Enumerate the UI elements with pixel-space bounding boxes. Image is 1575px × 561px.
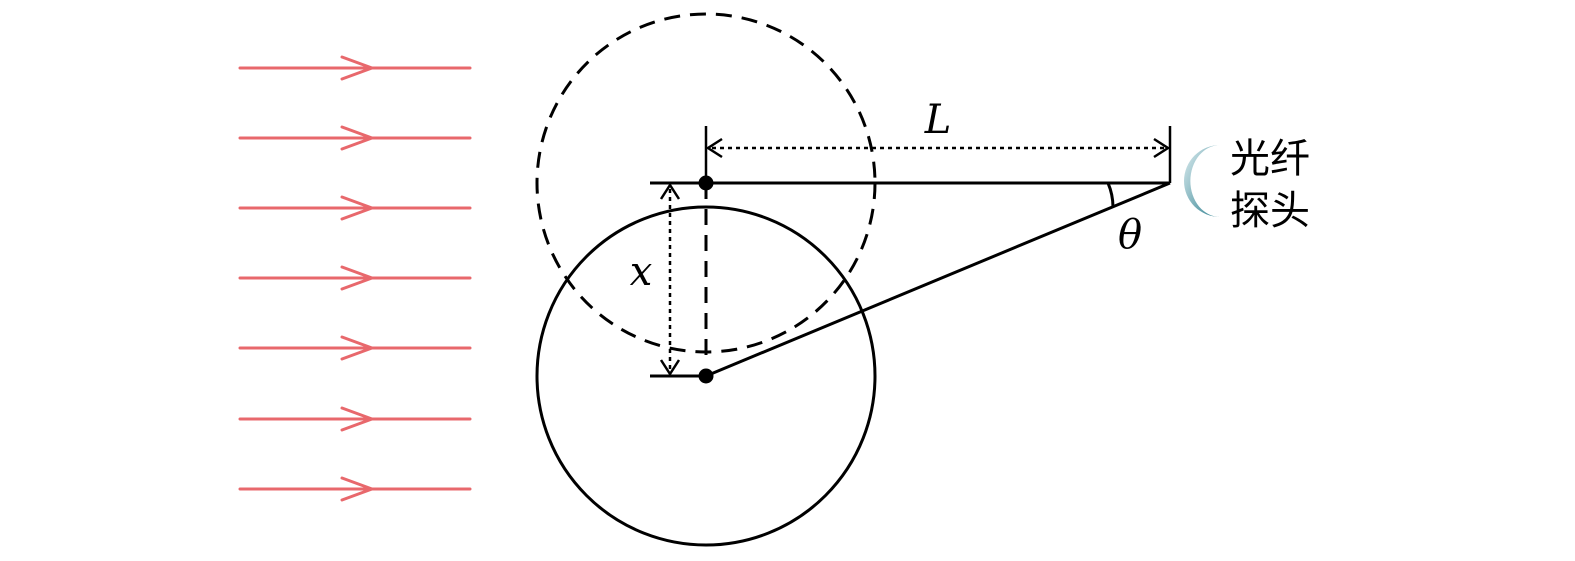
beam-arrow — [238, 406, 472, 432]
fiber-probe-icon — [1184, 145, 1220, 217]
beam-arrow — [238, 265, 472, 291]
probe-label-line1: 光纤 — [1230, 136, 1310, 182]
incident-beam-arrows — [238, 55, 472, 502]
beam-arrow — [238, 55, 472, 81]
deflected-line — [705, 181, 1171, 378]
beam-arrow — [238, 476, 472, 502]
original-center-dot — [698, 175, 714, 191]
theta-label: θ — [1118, 212, 1142, 258]
beam-arrow — [238, 335, 472, 361]
x-label: x — [630, 249, 653, 295]
beam-arrow — [238, 195, 472, 221]
x-dimension — [659, 182, 681, 377]
probe-label-line2: 探头 — [1230, 188, 1310, 234]
theta-arc — [1106, 182, 1115, 208]
displaced-position-circle — [535, 205, 877, 547]
displaced-center-dot — [698, 368, 714, 384]
L-dimension — [704, 126, 1172, 183]
L-label: L — [924, 97, 952, 143]
beam-arrow — [238, 125, 472, 151]
